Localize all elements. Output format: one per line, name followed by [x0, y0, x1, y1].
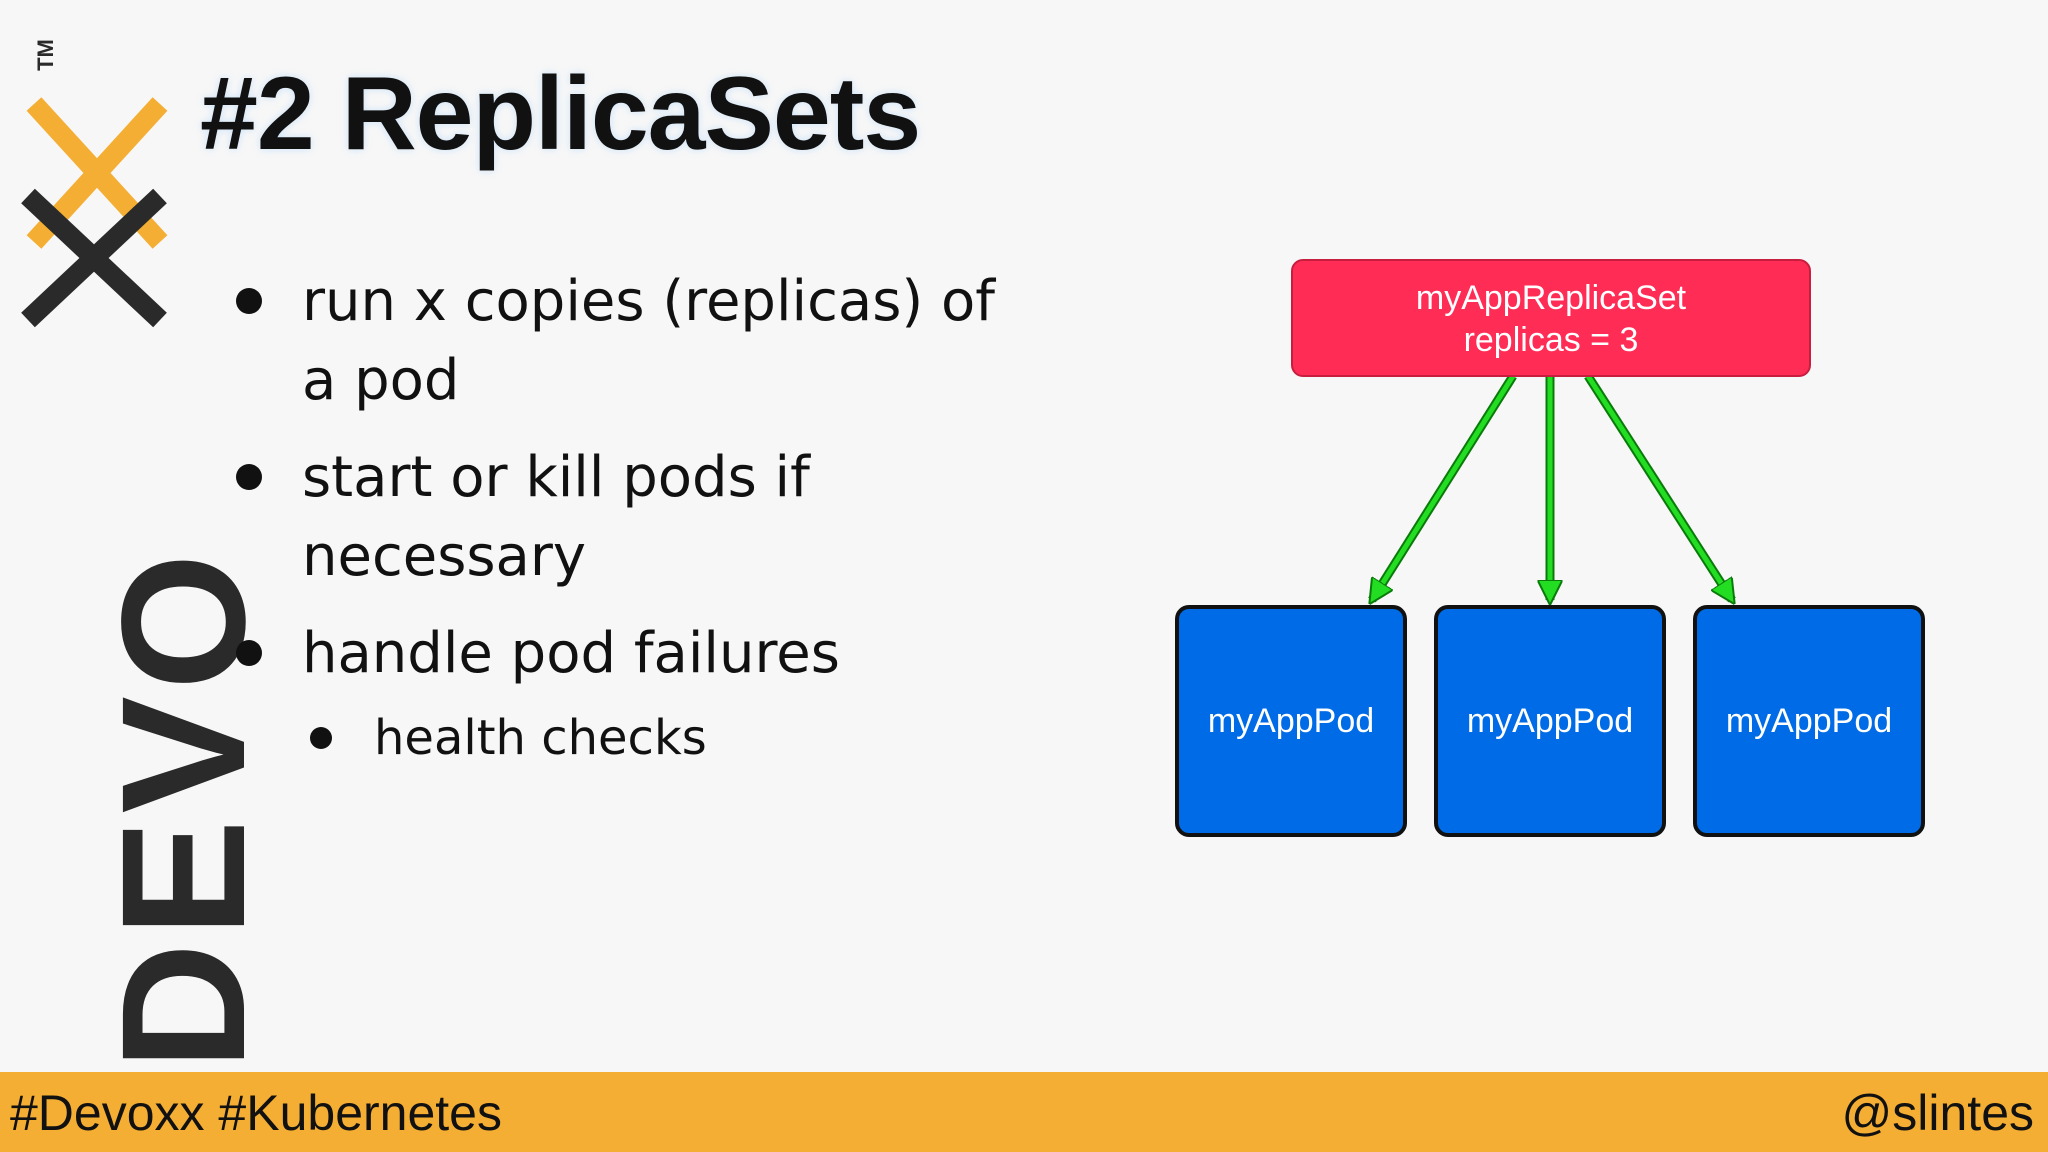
diagram-arrows	[1160, 373, 1940, 850]
trademark-mark: TM	[32, 39, 58, 71]
bullet-text: run x copies (replicas) of a pod	[302, 269, 995, 413]
pod-box: myAppPod	[1693, 605, 1925, 837]
sub-bullet-item: health checks	[310, 703, 1036, 773]
replicaset-name: myAppReplicaSet	[1415, 279, 1687, 317]
sub-bullet-dot-icon	[310, 727, 332, 749]
replicaset-diagram: myAppReplicaSet replicas = 3 myAppPod my…	[1160, 250, 1940, 850]
footer-hashtags: #Devoxx #Kubernetes	[10, 1085, 502, 1141]
devoxx-double-x-icon	[21, 97, 168, 328]
bullet-list: run x copies (replicas) of a pod start o…	[236, 262, 1036, 773]
footer-bar: #Devoxx #Kubernetes @slintes	[0, 1072, 2048, 1152]
pod-box: myAppPod	[1434, 605, 1666, 837]
devoxx-logo: TM DEVO	[0, 20, 282, 1070]
pod-label: myAppPod	[1466, 701, 1634, 740]
bullet-dot-icon	[236, 288, 262, 314]
replicaset-box: myAppReplicaSet replicas = 3	[1291, 259, 1811, 377]
bullet-text: handle pod failures	[302, 621, 840, 686]
pod-label: myAppPod	[1725, 701, 1893, 740]
bullet-item: run x copies (replicas) of a pod	[236, 262, 1036, 420]
pod-box: myAppPod	[1175, 605, 1407, 837]
bullet-item: handle pod failures	[236, 614, 1036, 693]
pod-label: myAppPod	[1207, 701, 1375, 740]
bullet-item: start or kill pods if necessary	[236, 438, 1036, 596]
sub-bullet-text: health checks	[374, 710, 707, 766]
slide-title: #2 ReplicaSets	[200, 56, 921, 172]
footer-handle: @slintes	[1841, 1085, 2034, 1141]
bullet-dot-icon	[236, 640, 262, 666]
bullet-text: start or kill pods if necessary	[302, 445, 810, 589]
bullet-dot-icon	[236, 464, 262, 490]
replicaset-replicas: replicas = 3	[1463, 321, 1639, 359]
